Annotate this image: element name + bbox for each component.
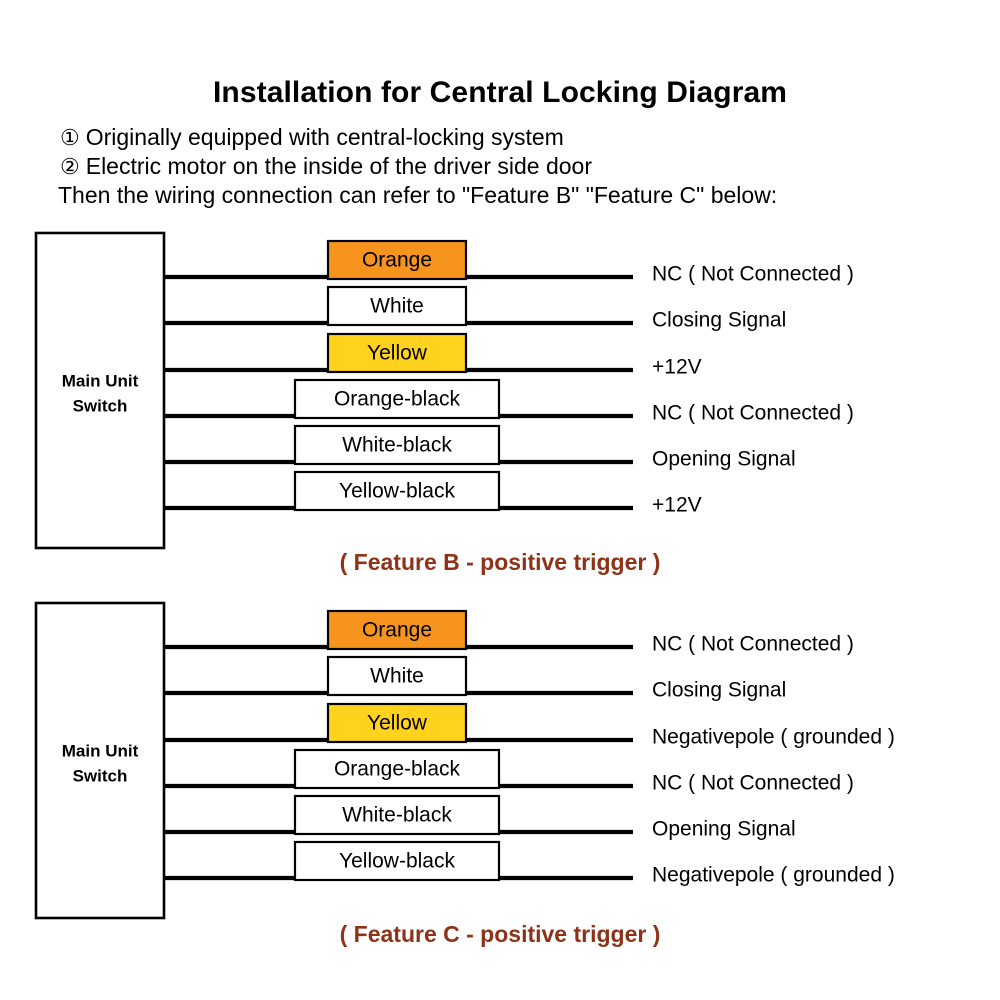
signal-label-text: NC ( Not Connected ) — [652, 633, 854, 656]
wire-label-text: Yellow-black — [339, 850, 455, 873]
note-text-2: Electric motor on the inside of the driv… — [85, 153, 592, 179]
wire-label-box — [326, 239, 468, 281]
main-unit-label-line1: Main Unit — [62, 742, 139, 761]
signal-label-text: Closing Signal — [652, 679, 786, 702]
wire-label-text: White-black — [342, 804, 452, 827]
wire-label-box — [326, 285, 468, 327]
note-marker-2: ② — [60, 154, 80, 179]
caption-feature-c: ( Feature C - positive trigger ) — [339, 921, 661, 947]
wire-label-box — [326, 702, 468, 744]
signal-label-text: Opening Signal — [652, 448, 796, 471]
signal-label-text: Closing Signal — [652, 309, 786, 332]
wire-label-box — [293, 424, 501, 466]
wire-label-text: Yellow-black — [339, 480, 455, 503]
wire-label-box — [326, 609, 468, 651]
page-title: Installation for Central Locking Diagram — [212, 76, 788, 109]
wire-label-box — [293, 840, 501, 882]
wire-label-text: White — [370, 295, 424, 318]
signal-label-text: NC ( Not Connected ) — [652, 263, 854, 286]
wire-label-text: Orange — [362, 619, 432, 642]
wire-label-box — [293, 470, 501, 512]
wire-label-text: White — [370, 665, 424, 688]
wire-label-box — [326, 655, 468, 697]
note-text-1: Originally equipped with central-locking… — [85, 124, 564, 150]
signal-label-text: Opening Signal — [652, 818, 796, 841]
note-item-3: Then the wiring connection can refer to … — [58, 182, 778, 208]
wire-label-text: Yellow — [367, 712, 428, 735]
wire-label-box — [326, 332, 468, 374]
main-unit-label-line2: Switch — [73, 767, 128, 786]
signal-label-text: NC ( Not Connected ) — [652, 402, 854, 425]
signal-label-text: Negativepole ( grounded ) — [652, 864, 895, 887]
wire-label-text: Orange — [362, 249, 432, 272]
main-unit-switch-box — [34, 231, 166, 550]
wire-label-text: Yellow — [367, 342, 428, 365]
note-marker-1: ① — [60, 125, 80, 150]
wire-label-text: Orange-black — [334, 758, 461, 781]
signal-label-text: Negativepole ( grounded ) — [652, 726, 895, 749]
signal-label-text: NC ( Not Connected ) — [652, 772, 854, 795]
wire-label-text: White-black — [342, 434, 452, 457]
main-unit-switch-box — [34, 601, 166, 920]
signal-label-text: +12V — [652, 494, 702, 517]
wire-label-text: Orange-black — [334, 388, 461, 411]
wire-label-box — [293, 794, 501, 836]
main-unit-label-line1: Main Unit — [62, 372, 139, 391]
caption-feature-b: ( Feature B - positive trigger ) — [339, 549, 661, 575]
wire-label-box — [293, 378, 501, 420]
main-unit-label-line2: Switch — [73, 397, 128, 416]
signal-label-text: +12V — [652, 356, 702, 379]
wire-label-box — [293, 748, 501, 790]
